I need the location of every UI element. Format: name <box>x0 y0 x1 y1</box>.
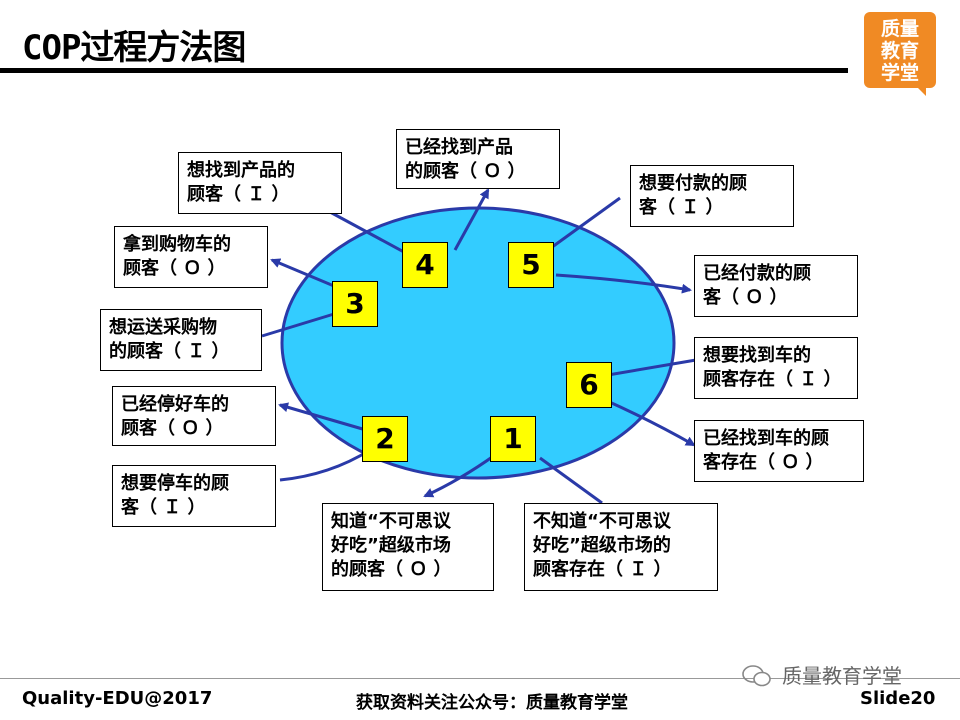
wechat-icon <box>742 665 771 687</box>
connector-2-out <box>278 402 367 432</box>
box-step2-output: 已经停好车的 顾客（ Ｏ ） <box>112 386 276 446</box>
brand-logo-tail <box>912 82 926 96</box>
step-2: 2 <box>362 416 408 462</box>
connector-4-out <box>453 188 490 251</box>
box-step5-output: 已经付款的顾 客（ Ｏ ） <box>694 255 858 317</box>
step-4: 4 <box>402 242 448 288</box>
step-3: 3 <box>332 281 378 327</box>
box-step4-output: 已经找到产品 的顾客（ Ｏ ） <box>396 129 560 189</box>
box-step6-output: 已经找到车的顾 客存在（ Ｏ ） <box>694 420 864 482</box>
step-1: 1 <box>490 416 536 462</box>
page-title: COP过程方法图 <box>22 28 246 68</box>
connector-6-in <box>607 358 697 377</box>
connector-6-out <box>604 398 696 447</box>
box-step5-input: 想要付款的顾 客（ Ｉ ） <box>630 165 794 227</box>
footer-copyright: Quality-EDU@2017 <box>22 688 213 709</box>
connector-3-out <box>270 258 335 288</box>
connector-1-out <box>423 453 496 498</box>
footer-divider <box>0 678 960 679</box>
connector-4-in <box>329 210 416 260</box>
footer-notice: 获取资料关注公众号：质量教育学堂 <box>356 693 628 713</box>
brand-logo: 质量 教育 学堂 <box>864 12 936 88</box>
step-6: 6 <box>566 362 612 408</box>
box-step3-output: 拿到购物车的 顾客（ Ｏ ） <box>114 226 268 288</box>
connector-2-in <box>279 448 371 482</box>
connector-3-in <box>261 312 335 338</box>
box-step3-input: 想运送采购物 的顾客（ Ｉ ） <box>100 309 262 371</box>
connector-1-in <box>539 456 603 505</box>
step-5: 5 <box>508 242 554 288</box>
watermark-text: 质量教育学堂 <box>782 664 902 688</box>
box-step1-output: 知道“不可思议 好吃”超级市场 的顾客（ Ｏ ） <box>322 503 494 591</box>
connector-5-in <box>547 196 621 252</box>
box-step1-input: 不知道“不可思议 好吃”超级市场的 顾客存在（ Ｉ ） <box>524 503 718 591</box>
title-divider <box>0 68 848 73</box>
box-step6-input: 想要找到车的 顾客存在（ Ｉ ） <box>694 337 858 399</box>
box-step2-input: 想要停车的顾 客（ Ｉ ） <box>112 465 276 527</box>
connector-5-out <box>555 273 692 294</box>
slide-number: Slide20 <box>860 688 936 709</box>
box-step4-input: 想找到产品的 顾客（ Ｉ ） <box>178 152 342 214</box>
process-ellipse <box>280 206 676 480</box>
